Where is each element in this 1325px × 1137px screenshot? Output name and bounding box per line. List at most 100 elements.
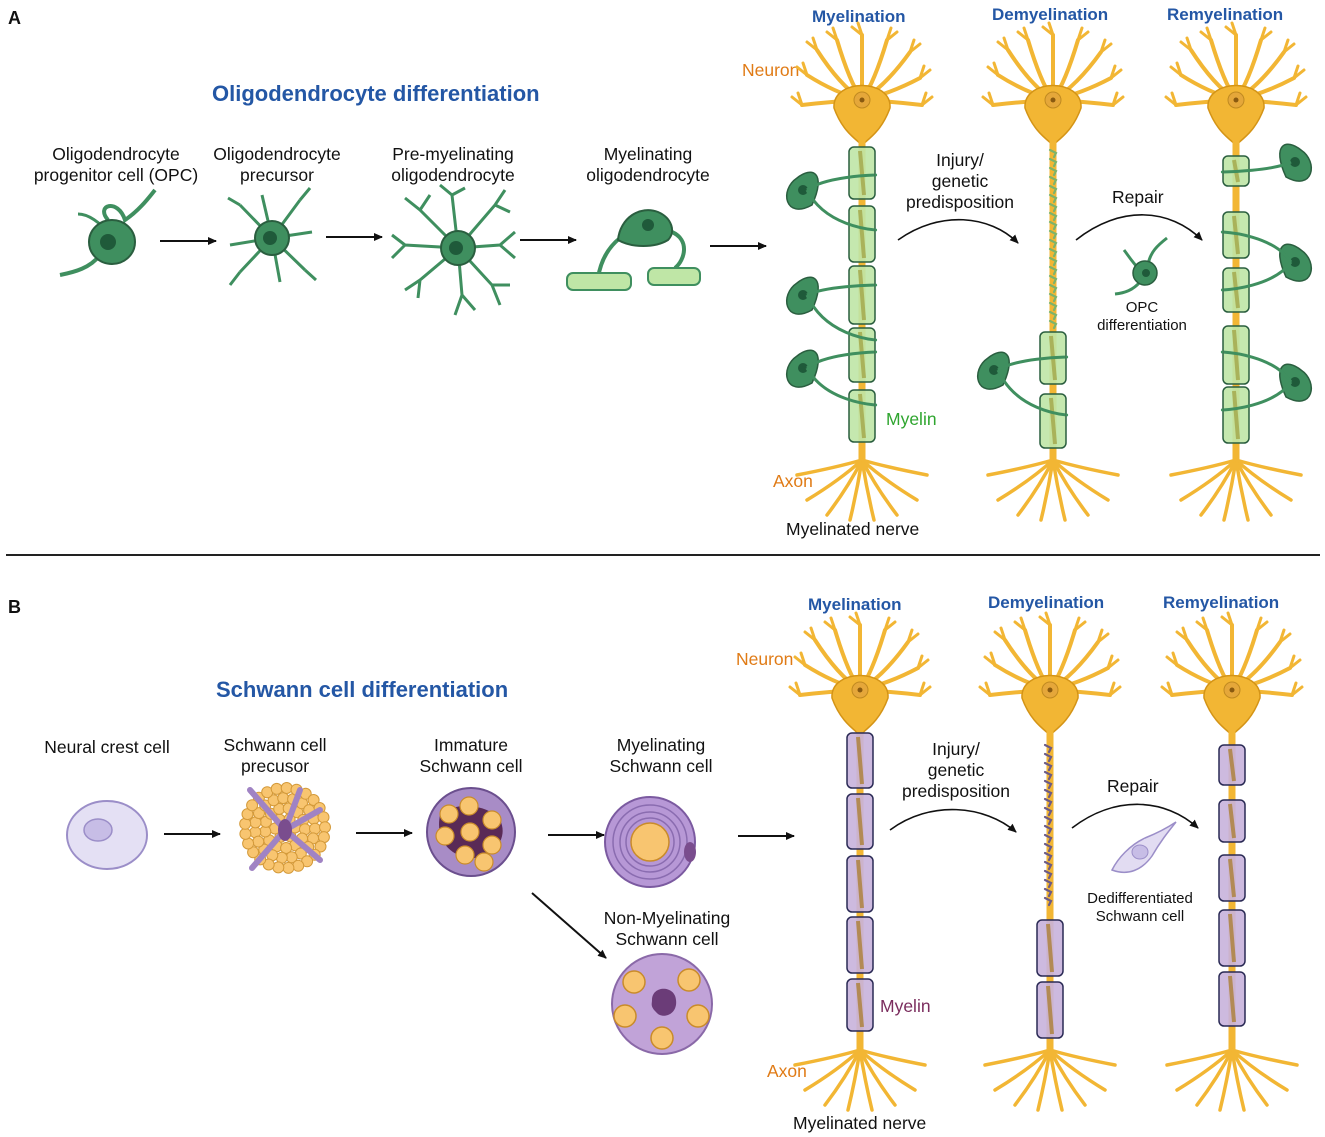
state-title-demyelination-a: Demyelination	[992, 5, 1109, 24]
myelin-debris	[1048, 148, 1058, 159]
nucleolus	[1233, 97, 1239, 103]
soma	[833, 84, 891, 146]
dendrite-branch	[825, 26, 839, 42]
sheath-axon	[856, 736, 864, 785]
dendrite-branch	[1109, 64, 1123, 80]
myelinating-schwann-cell	[604, 796, 696, 888]
myelin-debris	[1048, 247, 1058, 258]
soma	[831, 674, 889, 736]
dendrite-branch	[1175, 626, 1189, 642]
axon-terminal	[1169, 458, 1238, 477]
myelin-debris	[1043, 878, 1053, 889]
sheath-axon	[856, 859, 864, 909]
dendrite-branch	[1169, 61, 1183, 77]
sheath-axon	[1049, 397, 1057, 445]
myelin-debris	[1048, 193, 1058, 204]
oligodendrocyte-process	[805, 367, 877, 407]
myelin-debris	[1048, 229, 1058, 240]
precursor-dot	[309, 822, 321, 835]
panel-b-section-title: Schwann cell differentiation	[216, 677, 509, 702]
dendrite-branch	[1096, 628, 1110, 644]
dendrite-branch	[1164, 91, 1178, 107]
dendrite-branch	[803, 626, 817, 642]
dendrite-branch	[906, 628, 920, 644]
dendrite-branch	[1255, 616, 1269, 632]
curved-arrows	[889, 214, 1203, 833]
dendrite-branch	[916, 654, 930, 670]
sheath-axon	[1228, 858, 1236, 898]
oligodendrocyte-nucleus	[1290, 257, 1300, 267]
neuron	[976, 21, 1125, 522]
axon-terminal	[1051, 458, 1120, 477]
dendrite-branch	[848, 611, 862, 627]
panel-a-section-title: Oligodendrocyte differentiation	[212, 81, 540, 106]
myelin-debris	[1048, 310, 1058, 321]
myelin-debris	[1048, 265, 1058, 276]
state-title-myelination-a: Myelination	[812, 7, 906, 26]
axon-bundle-dot	[455, 845, 475, 865]
dendrite-branch	[1195, 616, 1209, 632]
precursor-dot	[280, 842, 293, 854]
myelin-debris	[1043, 833, 1053, 844]
axon-bundle-dot	[435, 826, 455, 846]
axon-terminal	[858, 1048, 917, 1092]
myelin-debris	[1043, 743, 1053, 754]
small-opc-cell	[1114, 236, 1168, 296]
myelin-debris	[1048, 256, 1058, 267]
axon-terminal	[823, 1048, 862, 1107]
myelin-debris	[1048, 283, 1058, 294]
axon-terminal	[805, 458, 864, 502]
repair-label-b: Repair	[1107, 776, 1159, 796]
oligodendrocyte-nucleus	[1290, 377, 1300, 387]
oligodendrocyte-nucleus	[798, 185, 808, 195]
nucleolus	[1047, 687, 1053, 693]
axon-terminal	[1234, 458, 1273, 517]
precursor-dot	[314, 840, 327, 853]
dendrite-branch	[981, 91, 995, 107]
precursor-dot	[307, 794, 320, 806]
panel-b-letter: B	[8, 597, 21, 617]
dedifferentiated-schwann-cell	[1110, 821, 1177, 874]
sheath-axon	[1232, 390, 1240, 440]
state-title-remyelination-b: Remyelination	[1163, 593, 1280, 612]
precursor-dot	[280, 782, 293, 794]
dendrite-branch	[805, 36, 819, 52]
oligodendrocyte-nucleus	[1290, 157, 1300, 167]
axon-terminal	[795, 458, 864, 477]
oligodendrocyte-process	[996, 369, 1068, 417]
state-title-demyelination-b: Demyelination	[988, 593, 1105, 612]
sheath-axon	[1228, 803, 1236, 839]
axon-terminal	[1175, 1048, 1234, 1092]
myelin-debris	[1048, 292, 1058, 303]
axon-bundle-dot	[482, 835, 502, 855]
neuron	[978, 611, 1122, 1112]
dendrite-branch	[1224, 21, 1238, 37]
dendrite-branch	[885, 26, 899, 42]
myelin-debris	[1043, 869, 1053, 880]
oligodendrocyte-process	[1221, 350, 1293, 383]
neuron	[1160, 611, 1304, 1112]
state-title-remyelination-a: Remyelination	[1167, 5, 1284, 24]
oligodendrocyte-process	[806, 283, 877, 297]
myelin-debris	[1043, 761, 1053, 772]
panel-a-letter: A	[8, 8, 21, 28]
axon-terminal	[1013, 1048, 1052, 1107]
precursor-dot	[292, 859, 305, 872]
axon-terminal	[860, 458, 899, 517]
myelin-debris	[1043, 815, 1053, 826]
myelin-debris	[1043, 779, 1053, 790]
dendrite-branch	[1179, 36, 1193, 52]
oligodendrocyte-process	[1221, 381, 1293, 412]
dendrite-branch	[1016, 26, 1030, 42]
myelinated-nerve-label-b: Myelinated nerve	[793, 1113, 927, 1133]
myelin-debris	[1048, 157, 1058, 168]
axon-terminal	[1165, 1048, 1234, 1067]
axon-terminal	[1230, 1048, 1269, 1107]
sheath-axon	[856, 920, 864, 970]
dendrite-branch	[850, 21, 864, 37]
myelin-debris	[1043, 887, 1053, 898]
myelin-debris	[1043, 896, 1053, 907]
axon-terminal	[1234, 458, 1303, 477]
state-title-myelination-b: Myelination	[808, 595, 902, 614]
